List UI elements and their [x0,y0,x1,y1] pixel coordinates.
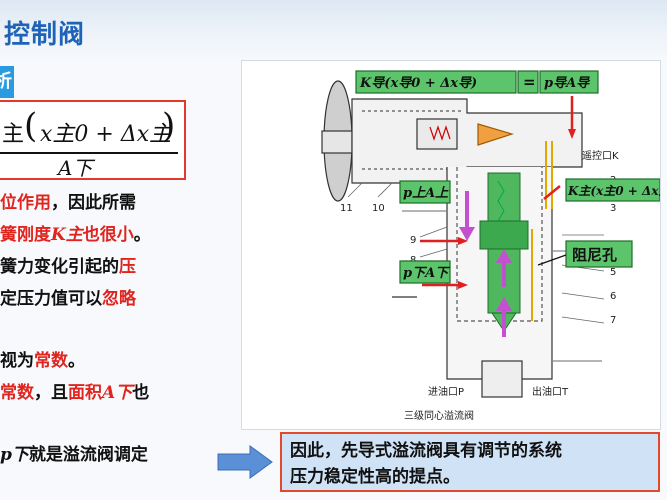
pilot-spring-icon [429,125,451,141]
formula-box: 主 ( x主0 + Δx主 ) A下 [0,100,186,180]
remote-port-label: 遥控口K [582,149,619,162]
part-number-9: 9 [410,235,416,246]
part-number-6: 6 [610,291,616,302]
formula-paren-close: ) [162,106,176,146]
pilot-body [351,98,583,184]
part-number-10: 10 [372,203,385,214]
eq-label-right-box [539,70,599,94]
text-line-7: p下就是溢流阀调定 [0,445,148,465]
text-line-1: 位作用，因此所需 [0,193,136,213]
text-line-6: 常数，且面积A下也 [0,383,150,403]
outlet-port-label: 出油口T [532,385,569,398]
section-tab: 析 [0,66,14,98]
conclusion-line-2: 压力稳定性高的提点。 [290,467,460,487]
p-upper-box [399,180,451,204]
p-upper-label: p上A上 [403,186,449,201]
text-line-3: 簧力变化引起的压 [0,257,136,277]
pilot-cone-icon [477,123,515,146]
damping-label: 阻尼孔 [572,246,617,264]
damping-box [565,240,633,268]
figure-caption: 三级同心溢流阀 [404,409,474,422]
formula-paren-open: ( [24,106,38,146]
conclusion-box: 因此，先导式溢流阀具有调节的系统 压力稳定性高的提点。 [280,432,660,492]
eq-label-left: K导(x导0 + Δx导) [359,76,477,91]
part-number-7: 7 [610,315,616,326]
fraction-bar [0,152,178,154]
text-line-4: 定压力值可以忽略 [0,289,136,309]
conclusion-line-1: 因此，先导式溢流阀具有调节的系统 [290,441,562,461]
blue-arrow-icon [217,445,273,479]
slide-title: 控制阀 [4,20,86,50]
valve-figure: 11 10 9 8 7 6 5 4 3 2 遥控口K 进油口P 出油口T 三级同… [241,60,667,430]
k-main-label: K主(x主0 + Δx主) [567,184,660,198]
main-spring-icon [497,180,505,222]
p-lower-label: p下A下 [403,266,451,281]
explanation-text: 位作用，因此所需 簧刚度K主也很小。 簧力变化引起的压 定压力值可以忽略 视为常… [0,182,205,500]
formula-lead: 主 [2,122,25,147]
eq-label-left-box [355,70,517,94]
part-number-3: 3 [610,203,616,214]
text-line-2: 簧刚度K主也很小。 [0,225,151,245]
formula-numerator: x主0 + Δx主 [40,122,172,147]
eq-sign-box [517,70,539,94]
valve-cross-section: 11 10 9 8 7 6 5 4 3 2 遥控口K 进油口P 出油口T 三级同… [321,70,667,422]
formula-denominator: A下 [58,156,93,180]
eq-label-right: p导A导 [544,76,591,91]
text-line-5: 视为常数。 [0,351,85,371]
part-number-11: 11 [340,203,353,214]
part-number-5: 5 [610,267,616,278]
inlet-port-label: 进油口P [428,385,464,398]
p-lower-box [399,260,451,284]
header-bar [0,0,667,58]
eq-sign: = [523,73,536,91]
